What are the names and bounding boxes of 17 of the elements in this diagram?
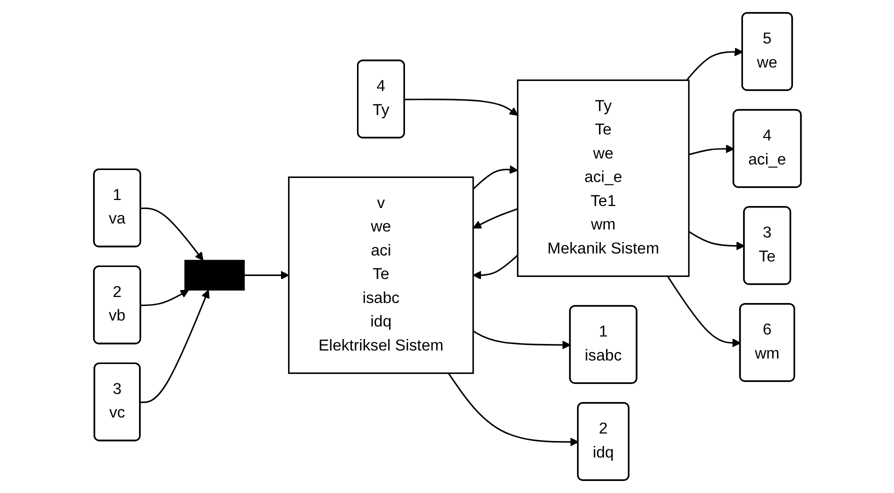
arrow	[140, 290, 210, 404]
node-box: v we aci Te isabc idq Elektriksel Sistem	[288, 176, 474, 374]
arrow	[140, 290, 189, 306]
arrow	[688, 230, 744, 250]
arrow	[472, 165, 518, 190]
arrow	[447, 372, 578, 446]
arrow	[244, 270, 289, 280]
arrow	[472, 208, 518, 229]
node-box: Ty Te we aci_e Te1 wm Mekanik Sistem	[516, 79, 690, 277]
arrow	[666, 276, 740, 348]
arrow	[472, 330, 570, 350]
arrow	[688, 144, 734, 156]
arrow	[404, 98, 518, 116]
node-bar	[184, 260, 244, 291]
arrow	[472, 254, 518, 280]
arrow	[140, 208, 204, 261]
arrow	[686, 48, 743, 81]
